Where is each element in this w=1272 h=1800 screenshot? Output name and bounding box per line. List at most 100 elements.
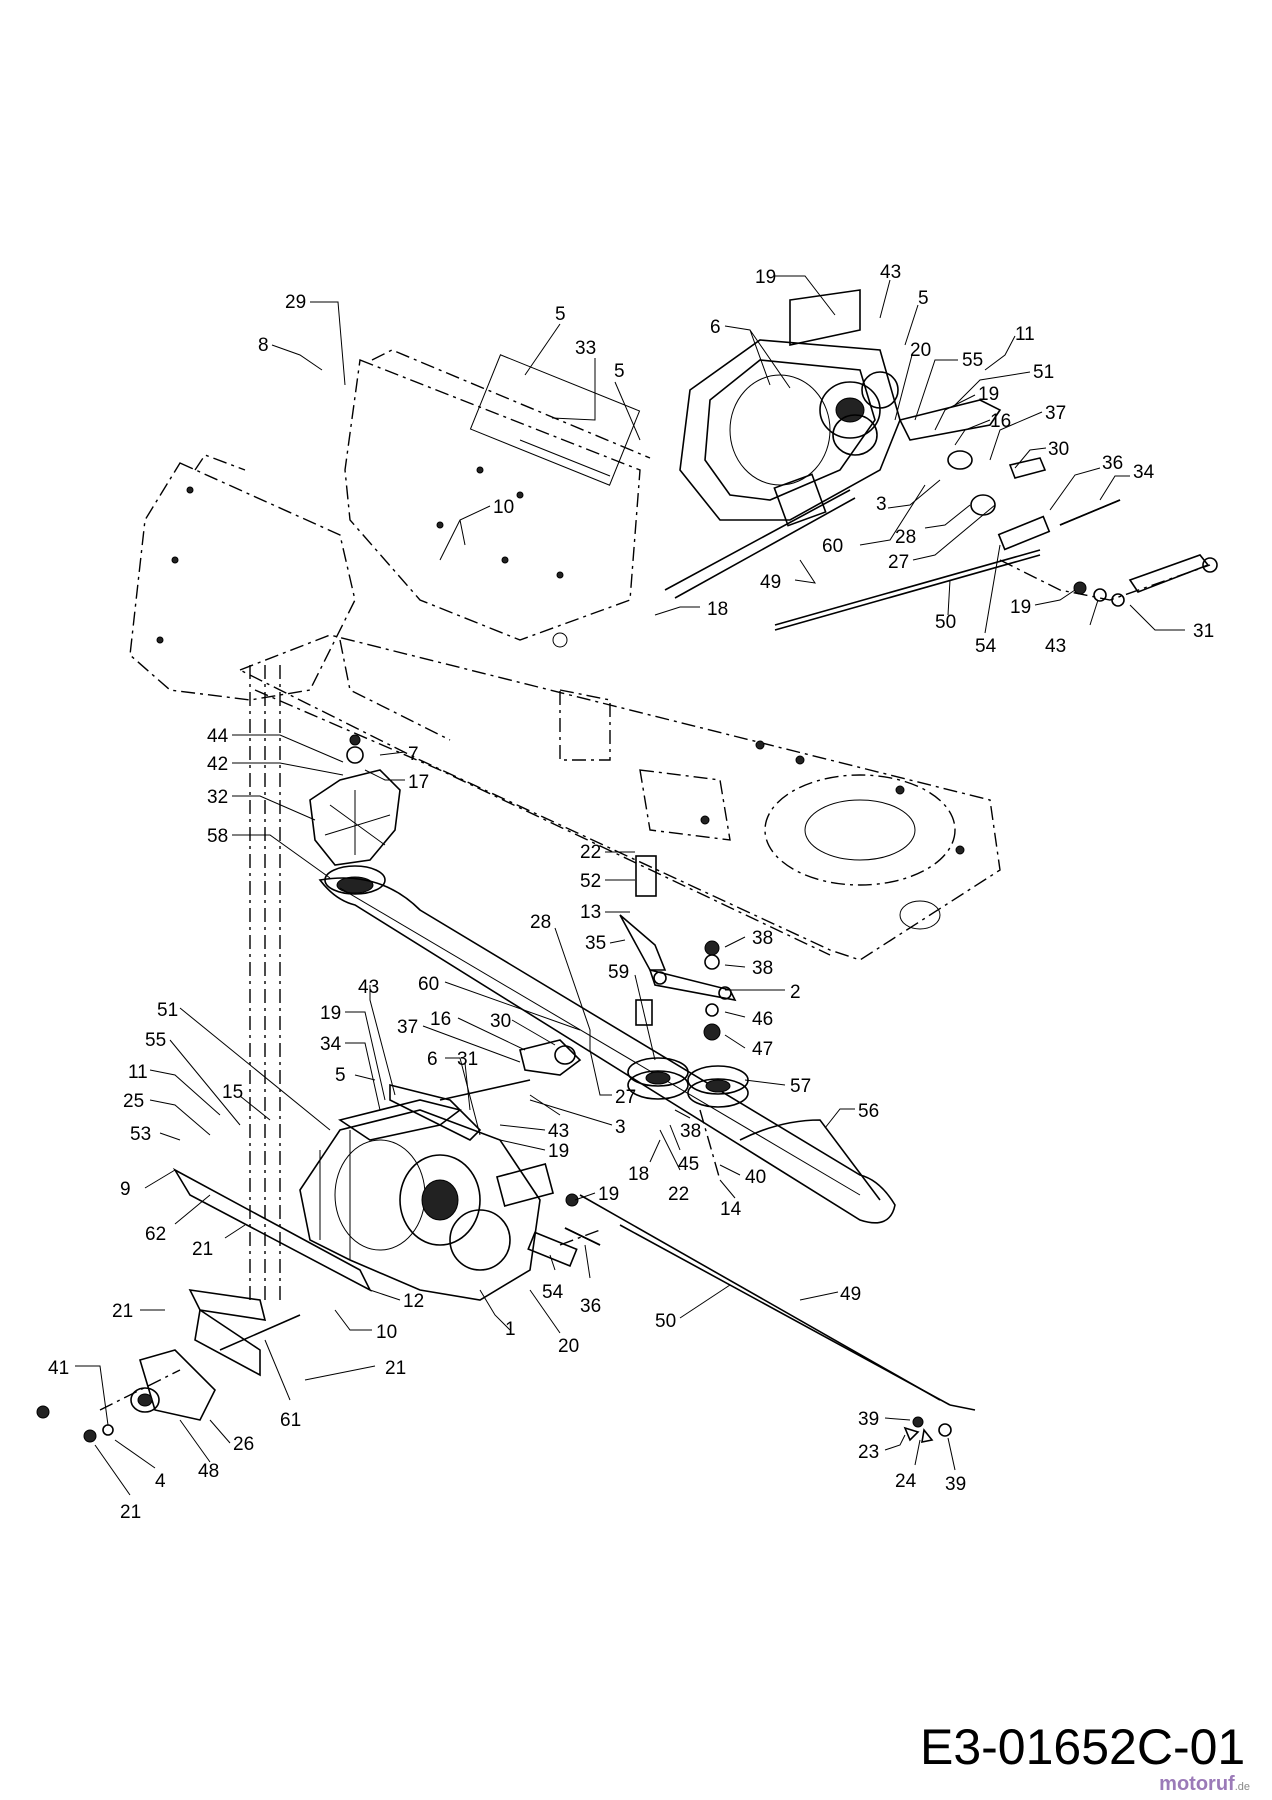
svg-text:5: 5	[614, 361, 625, 382]
svg-text:35: 35	[585, 933, 606, 954]
callout-c27: 54	[975, 544, 1001, 657]
callout-c22: 28	[895, 504, 971, 548]
svg-text:38: 38	[680, 1121, 701, 1142]
callout-c97: 39	[858, 1409, 911, 1430]
callout-c89: 49	[799, 1284, 861, 1305]
svg-text:34: 34	[1133, 462, 1155, 483]
svg-text:31: 31	[1193, 621, 1214, 642]
callout-c79: 21	[192, 1224, 246, 1260]
callout-c36: 32	[207, 787, 316, 821]
svg-text:36: 36	[1102, 453, 1123, 474]
callout-c76: 53	[130, 1124, 181, 1145]
upper-transmission	[679, 289, 901, 527]
callout-c72: 45	[669, 1124, 699, 1175]
lower-right-hardware	[99, 1109, 952, 1444]
callout-c46: 60	[418, 974, 581, 1031]
callout-c53: 43	[358, 977, 396, 1096]
callout-c07: 19	[755, 267, 836, 316]
callout-c92: 61	[264, 1339, 301, 1431]
callout-c28: 19	[1010, 589, 1076, 618]
callout-c91: 21	[304, 1358, 406, 1381]
callout-c86: 1	[479, 1289, 516, 1340]
callout-c35: 17	[364, 769, 429, 793]
svg-text:50: 50	[935, 612, 956, 633]
callout-c06: 10	[439, 497, 514, 561]
callout-c95: 4	[114, 1439, 166, 1492]
svg-text:38: 38	[752, 958, 773, 979]
callout-c90: 41	[48, 1358, 109, 1426]
fan-and-pulley	[309, 734, 401, 895]
svg-text:29: 29	[285, 292, 306, 313]
callout-c25: 49	[760, 559, 817, 593]
callout-c32: 44	[207, 726, 344, 763]
callout-c10: 5	[904, 288, 929, 346]
callout-c81: 12	[369, 1289, 424, 1312]
svg-text:21: 21	[112, 1301, 133, 1322]
svg-text:37: 37	[1045, 403, 1066, 424]
svg-text:24: 24	[895, 1471, 917, 1492]
callout-c43: 38	[724, 928, 773, 949]
svg-text:3: 3	[615, 1117, 626, 1138]
seat-support-panel	[344, 349, 651, 641]
idler-arm	[619, 855, 737, 1041]
svg-text:53: 53	[130, 1124, 151, 1145]
svg-text:37: 37	[397, 1017, 418, 1038]
callout-c85: 10	[334, 1309, 397, 1343]
callout-c68: 43	[499, 1121, 569, 1142]
svg-text:43: 43	[548, 1121, 569, 1142]
callout-c67: 3	[529, 1094, 626, 1138]
callout-c58: 34	[320, 1034, 381, 1111]
svg-text:55: 55	[145, 1030, 166, 1051]
svg-text:32: 32	[207, 787, 228, 808]
svg-text:36: 36	[580, 1296, 601, 1317]
svg-text:19: 19	[320, 1003, 341, 1024]
svg-text:33: 33	[575, 338, 596, 359]
svg-text:61: 61	[280, 1410, 301, 1431]
svg-text:51: 51	[1033, 362, 1054, 383]
callout-c99: 24	[895, 1439, 921, 1492]
callout-c16: 16	[954, 411, 1011, 446]
svg-text:7: 7	[408, 744, 419, 765]
svg-text:20: 20	[558, 1336, 579, 1357]
svg-text:58: 58	[207, 826, 228, 847]
callout-c03: 5	[524, 304, 566, 376]
svg-text:11: 11	[1015, 324, 1035, 345]
svg-text:48: 48	[198, 1461, 219, 1482]
svg-text:27: 27	[888, 552, 909, 573]
svg-text:52: 52	[580, 871, 601, 892]
svg-text:13: 13	[580, 902, 601, 923]
callout-c63: 15	[222, 1082, 271, 1121]
svg-text:49: 49	[760, 572, 781, 593]
callout-c77: 9	[120, 1169, 176, 1200]
callout-c12: 55	[914, 350, 983, 421]
svg-text:6: 6	[710, 317, 721, 338]
svg-text:10: 10	[493, 497, 514, 518]
svg-text:42: 42	[207, 754, 228, 775]
upper-linkage	[898, 399, 1218, 607]
svg-text:47: 47	[752, 1039, 773, 1060]
callout-c100: 39	[945, 1437, 966, 1495]
svg-text:11: 11	[128, 1062, 148, 1083]
callout-c56: 30	[490, 1011, 556, 1046]
callout-c29: 43	[1045, 599, 1099, 657]
callout-c50: 57	[744, 1076, 811, 1097]
svg-text:51: 51	[157, 1000, 178, 1021]
svg-text:22: 22	[668, 1184, 689, 1205]
svg-text:8: 8	[258, 335, 269, 356]
svg-text:17: 17	[408, 772, 429, 793]
callout-c47: 59	[608, 962, 656, 1061]
callout-c17: 37	[989, 403, 1066, 461]
svg-text:43: 43	[358, 977, 379, 998]
callout-c93: 26	[209, 1419, 254, 1455]
callout-c23: 60	[822, 484, 926, 557]
callout-c57: 37	[397, 1017, 521, 1063]
callout-c78: 62	[145, 1194, 211, 1245]
callout-c96: 21	[94, 1444, 141, 1523]
callout-c73: 22	[659, 1129, 689, 1205]
svg-text:1: 1	[505, 1319, 516, 1340]
svg-text:27: 27	[615, 1087, 636, 1108]
idler-pulleys	[627, 1057, 749, 1108]
callout-c13: 11	[984, 324, 1035, 371]
left-side-panel	[129, 454, 356, 701]
